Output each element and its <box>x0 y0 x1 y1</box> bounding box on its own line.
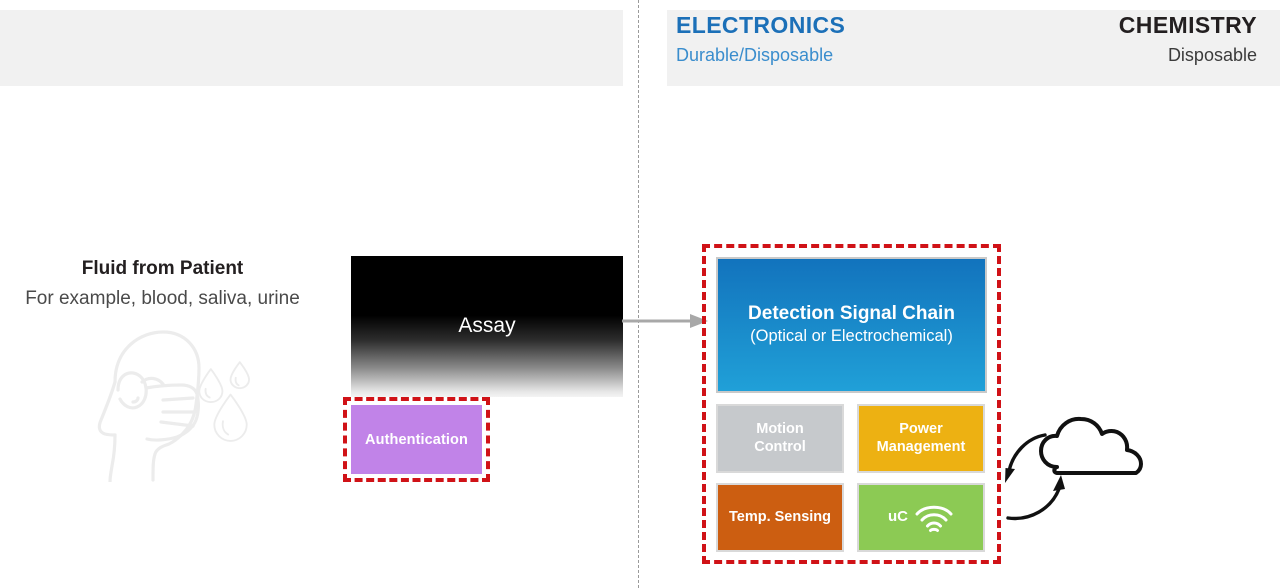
temp-sensing-label: Temp. Sensing <box>728 508 832 525</box>
electronics-highlight-box <box>702 244 1001 564</box>
motion-control-block[interactable]: Motion Control <box>716 404 844 473</box>
authentication-block[interactable]: Authentication <box>351 405 482 474</box>
fluid-caption-subtitle: For example, blood, saliva, urine <box>25 288 300 309</box>
authentication-label: Authentication <box>365 431 468 448</box>
electronics-title: ELECTRONICS <box>676 12 846 38</box>
authentication-highlight-box <box>343 397 490 482</box>
power-management-block[interactable]: Power Management <box>857 404 985 473</box>
wifi-icon <box>915 505 953 532</box>
cloud-downlink-arrow-icon <box>1005 433 1047 483</box>
masked-face-icon <box>97 330 201 482</box>
cloud-uplink-arrow-icon <box>1006 475 1065 521</box>
power-management-label: Power Management <box>877 421 966 456</box>
chemistry-subtitle: Disposable <box>1167 45 1257 65</box>
power-management-label-line1: Power <box>899 420 943 437</box>
droplets-icon <box>198 361 250 442</box>
assay-block: Assay <box>351 256 623 397</box>
motion-control-label-line2: Control <box>754 438 806 455</box>
chemistry-header-band <box>0 10 623 86</box>
detection-signal-chain-subtitle: (Optical or Electrochemical) <box>750 326 953 345</box>
power-management-label-line2: Management <box>876 438 966 455</box>
section-divider <box>638 0 639 588</box>
motion-control-label-line1: Motion <box>756 420 804 437</box>
electronics-header-band <box>667 10 1280 86</box>
detection-signal-chain-title: Detection Signal Chain <box>748 302 955 324</box>
cloud-connectivity-group <box>1005 416 1143 521</box>
electronics-subtitle: Durable/Disposable <box>676 45 834 65</box>
motion-control-label: Motion Control <box>754 421 806 456</box>
temp-sensing-block[interactable]: Temp. Sensing <box>716 483 844 552</box>
cloud-icon <box>1039 416 1143 475</box>
detection-signal-chain-block[interactable]: Detection Signal Chain (Optical or Elect… <box>716 257 987 393</box>
microcontroller-block[interactable]: uC <box>857 483 985 552</box>
microcontroller-label: uC <box>888 508 908 526</box>
chemistry-title: CHEMISTRY <box>1118 12 1257 38</box>
fluid-caption-title: Fluid from Patient <box>81 258 244 279</box>
assay-to-detection-arrow-icon <box>622 314 708 328</box>
assay-label: Assay <box>458 314 516 337</box>
